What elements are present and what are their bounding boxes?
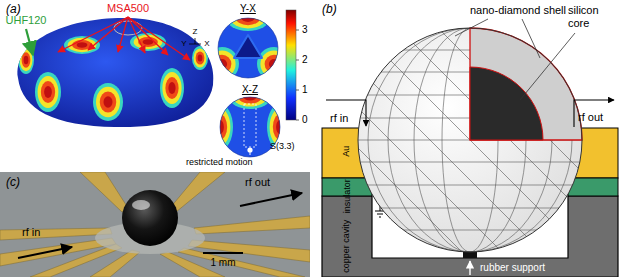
tick-label: 1 (302, 84, 308, 96)
axis-triad (189, 38, 201, 44)
tick-label: 3 (302, 24, 308, 36)
axis-label: X (204, 39, 209, 48)
leader-line (250, 152, 251, 155)
part-label: silicon core (568, 4, 616, 29)
plot-title: X-Z (242, 84, 258, 96)
yx-mode-plot (205, 5, 291, 90)
laser-arrows (58, 17, 190, 60)
part-label: rubber support (480, 262, 545, 274)
rubber-support (463, 252, 477, 258)
annotation: restricted motion (186, 157, 253, 167)
signal-label: rf in (330, 112, 348, 125)
scale-label: 1 mm (211, 257, 236, 269)
signal-arrows (18, 193, 302, 258)
rf-arrows (326, 100, 614, 127)
mode-label: S(3.3) (270, 141, 295, 151)
insulator-layer (568, 178, 618, 196)
colorbar (286, 10, 296, 120)
probe-arrow (26, 29, 33, 55)
leader-lines (455, 19, 575, 100)
panel-label: (b) (322, 3, 337, 17)
axis-label: Z (193, 27, 198, 36)
tick-label: 0 (302, 114, 308, 126)
tick-label: 2 (302, 54, 308, 66)
colorbar-ticks (296, 30, 299, 120)
meshed-sphere (330, 20, 590, 260)
part-label: copper cavity (342, 219, 352, 272)
device-photo (0, 172, 310, 277)
laser-label: MSA500 (107, 2, 149, 15)
signal-label: rf out (578, 111, 603, 124)
plot-title: Y-X (240, 3, 256, 15)
mode-shape-blob (18, 18, 214, 127)
pointer-arrow (469, 261, 470, 275)
panel-label: (c) (6, 176, 20, 190)
signal-label: rf in (22, 226, 40, 239)
axis-label: Y (181, 39, 186, 48)
part-label: insulator (342, 179, 352, 213)
part-label: Au (342, 145, 352, 156)
probe-label: UHF120 (6, 14, 47, 27)
part-label: nano-diamond shell (470, 4, 566, 17)
signal-label: rf out (245, 176, 270, 189)
scale-bar (203, 252, 243, 254)
